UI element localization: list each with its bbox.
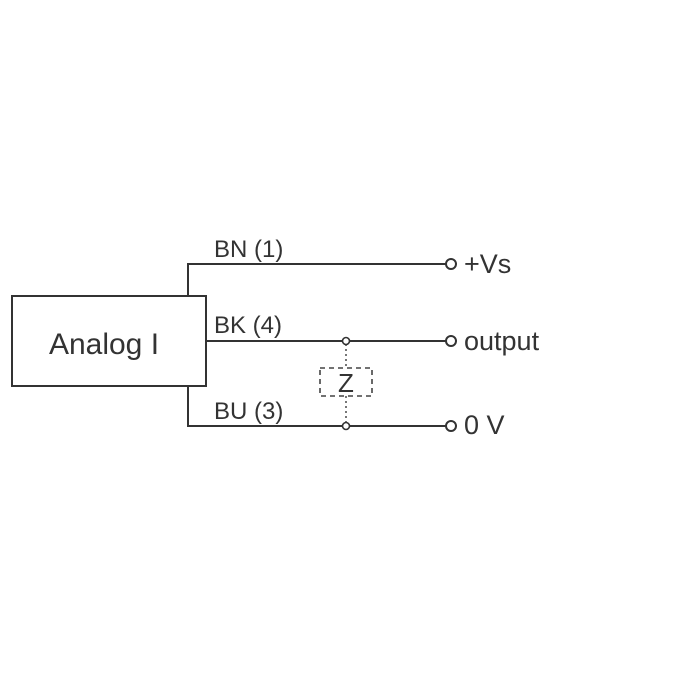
- wire-bn-label: BN (1): [214, 236, 283, 263]
- wire-bn: [187, 263, 446, 296]
- wire-bk-label: BK (4): [214, 312, 282, 339]
- terminal-0v-icon: [445, 420, 457, 432]
- node-output-icon: [341, 336, 351, 346]
- node-0v-icon: [341, 421, 351, 431]
- terminal-vs-label: +Vs: [464, 249, 511, 279]
- terminal-vs-icon: [445, 258, 457, 270]
- terminal-output-label: output: [464, 326, 540, 356]
- device-label: Analog I: [49, 328, 159, 361]
- wire-bu: [187, 386, 446, 427]
- terminal-output-icon: [445, 335, 457, 347]
- device-box: [11, 295, 207, 387]
- load-label: Z: [338, 368, 354, 398]
- load-box: [319, 367, 373, 397]
- terminal-0v-label: 0 V: [464, 410, 505, 440]
- wire-bu-label: BU (3): [214, 398, 283, 425]
